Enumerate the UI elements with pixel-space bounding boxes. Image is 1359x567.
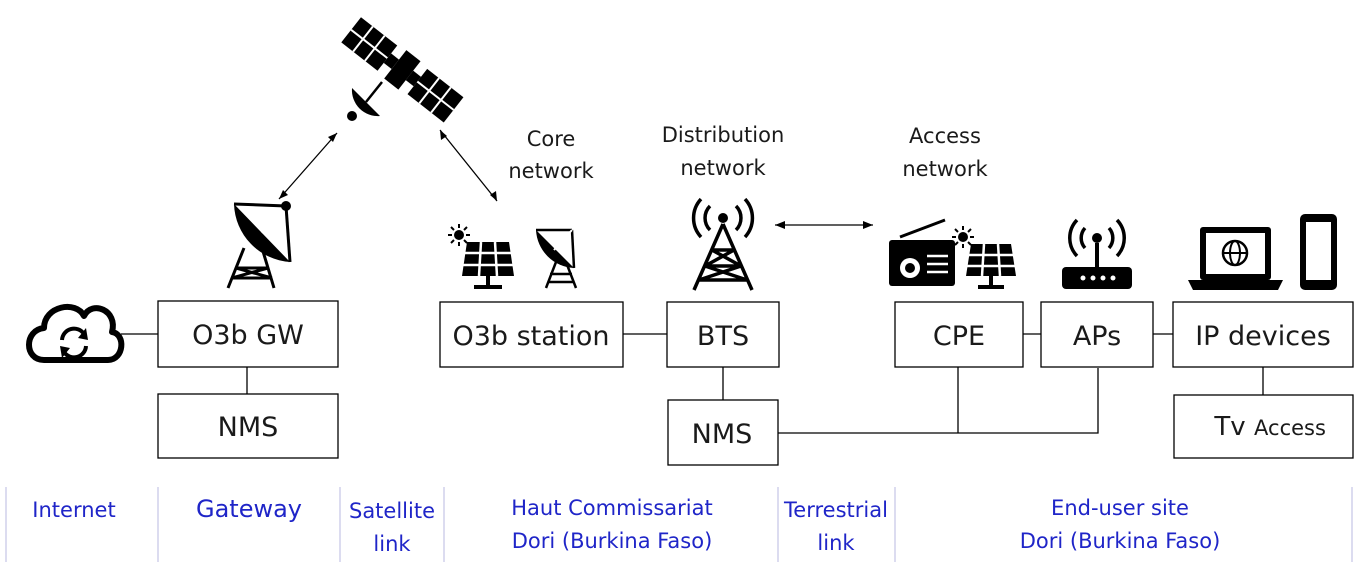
access-network-label-line1: Access — [909, 124, 981, 148]
nms-gateway-label: NMS — [218, 412, 279, 443]
segment-terrestrial-label-line1: Terrestrial — [783, 498, 888, 522]
smartphone-icon — [1300, 214, 1337, 290]
nms-aps-link — [778, 368, 1099, 434]
aps-box: APs — [1040, 301, 1154, 368]
solar-panel-icon — [462, 241, 514, 289]
nms-site-label: NMS — [692, 419, 753, 450]
o3b-gw-box: O3b GW — [157, 300, 339, 368]
dish-antenna-icon — [226, 201, 292, 289]
cpe-box: CPE — [894, 301, 1024, 368]
o3b-gw-label: O3b GW — [192, 320, 304, 351]
dish-antenna-icon — [536, 228, 578, 289]
aps-label: APs — [1073, 321, 1121, 352]
o3b-station-box: O3b station — [439, 301, 624, 368]
wifi-router-icon — [1062, 218, 1132, 289]
segment-terrestrial-label-line2: link — [817, 531, 855, 555]
terrestrial-link-arrow — [775, 221, 873, 229]
segment-haut-label-line1: Haut Commissariat — [511, 496, 712, 520]
distribution-network-label-line2: network — [680, 156, 766, 180]
o3b-station-label: O3b station — [452, 321, 609, 352]
access-network-label-line2: network — [902, 157, 988, 181]
satellite-uplink-arrow — [278, 132, 338, 200]
segment-satellite-label-line1: Satellite — [349, 499, 435, 523]
satellite-downlink-arrow — [439, 129, 498, 202]
segment-enduser-label-line2: Dori (Burkina Faso) — [1020, 529, 1221, 553]
satellite-icon — [341, 17, 464, 123]
tv-label: Tv — [1213, 412, 1245, 442]
cell-tower-icon — [691, 197, 755, 291]
tv-access-box: Tv Access — [1173, 394, 1354, 459]
sun-icon — [448, 224, 470, 246]
cpe-label: CPE — [933, 321, 985, 352]
bts-label: BTS — [697, 321, 749, 352]
segment-internet-label: Internet — [32, 498, 115, 522]
solar-panel-icon — [966, 243, 1016, 289]
distribution-network-label-line1: Distribution — [662, 123, 785, 147]
segment-satellite-label-line2: link — [373, 532, 411, 556]
cloud-sync-icon — [26, 304, 125, 363]
ip-devices-label: IP devices — [1195, 321, 1331, 352]
segment-separators — [5, 487, 1353, 562]
segment-haut-label-line2: Dori (Burkina Faso) — [512, 529, 713, 553]
sun-icon — [952, 226, 974, 248]
segment-gateway-label: Gateway — [196, 495, 302, 523]
core-network-label-line2: network — [508, 159, 594, 183]
access-label: Access — [1254, 416, 1326, 440]
core-network-label-line1: Core — [527, 127, 576, 151]
nms-site-box: NMS — [667, 399, 779, 466]
bts-box: BTS — [666, 301, 780, 368]
nms-gateway-box: NMS — [157, 393, 339, 459]
radio-icon — [889, 218, 955, 286]
ip-devices-box: IP devices — [1172, 301, 1354, 368]
segment-enduser-label-line1: End-user site — [1051, 496, 1189, 520]
laptop-globe-icon — [1188, 227, 1283, 290]
